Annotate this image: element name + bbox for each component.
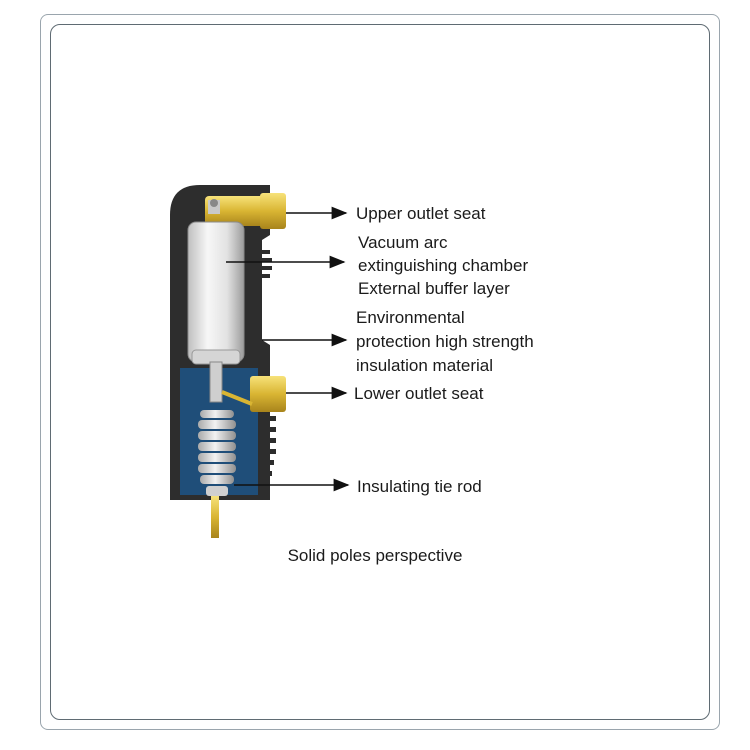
upper-outlet-seat [205,193,286,229]
label-upper-outlet-seat: Upper outlet seat [356,204,486,223]
lower-outlet-seat [221,376,286,412]
label-vacuum-line1: Vacuum arc [358,233,448,252]
inner-frame [50,24,710,720]
label-vacuum-line3: External buffer layer [358,279,510,298]
label-env-line3: insulation material [356,356,494,375]
label-env-line2: protection high strength [356,332,534,351]
outer-frame [40,14,720,730]
label-lower-outlet-seat: Lower outlet seat [354,384,484,403]
leader-arrows [226,206,350,492]
vacuum-chamber [187,221,245,365]
label-insulating-tie-rod: Insulating tie rod [357,477,482,496]
contact-stem [209,361,223,403]
diagram-caption: Solid poles perspective [287,546,463,565]
label-vacuum-line2: extinguishing chamber [358,256,529,275]
insulating-tie-rod [198,410,236,538]
label-env-line1: Environmental [356,308,465,327]
